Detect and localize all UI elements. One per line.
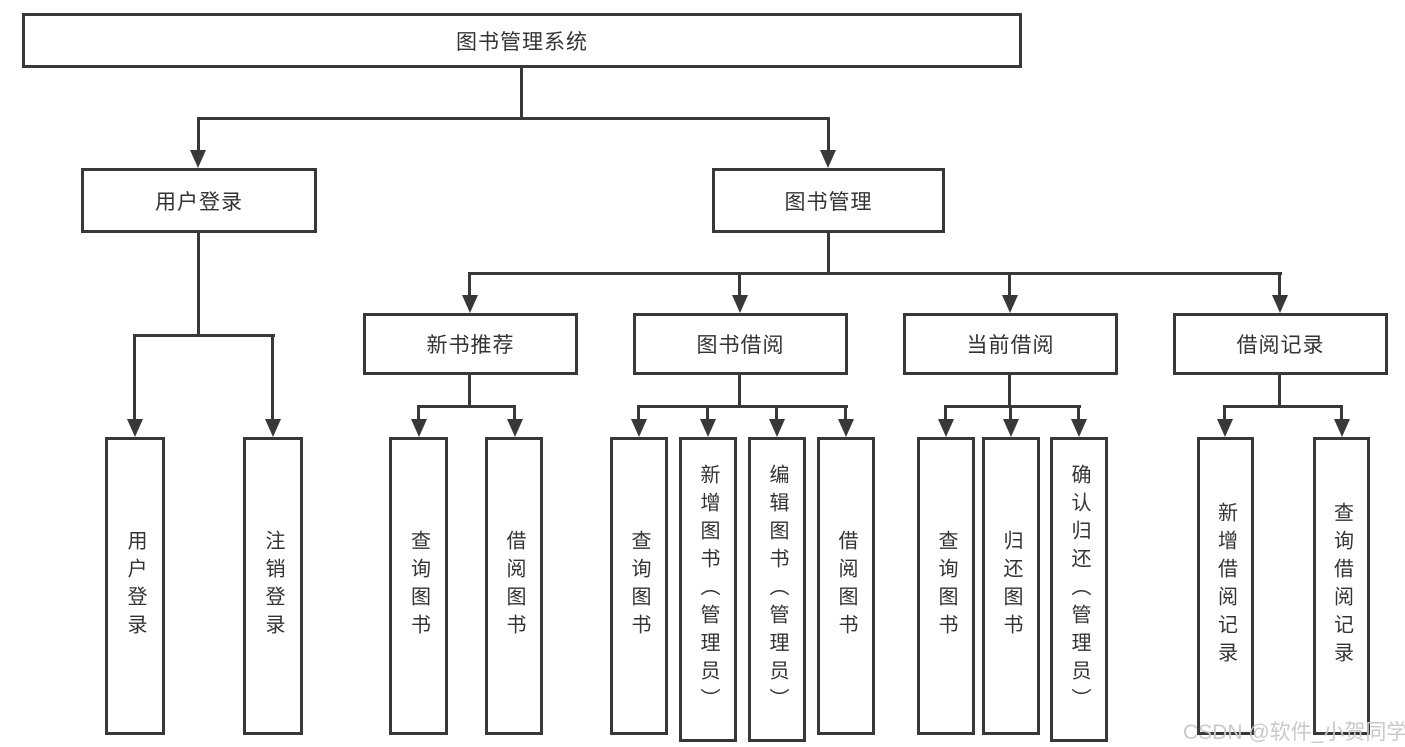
node-leaf-logout: 注销登录 <box>243 437 303 735</box>
connector-stem <box>1278 375 1281 408</box>
node-leaf-borrow-books: 借阅图书 <box>485 437 543 735</box>
node-book-management-module: 图书管理 <box>712 168 945 233</box>
connector-user-login-stem <box>197 233 200 337</box>
node-label: 查询借阅记录 <box>1330 502 1353 670</box>
connector-arrow-shaft <box>1008 272 1011 297</box>
node-label: 借阅图书 <box>835 530 857 642</box>
connector-arrow-shaft <box>827 117 830 152</box>
connector-arrow-shaft <box>1278 272 1281 297</box>
node-label: 查询图书 <box>407 530 430 642</box>
connector-rail <box>417 405 516 408</box>
node-label: 用户登录 <box>124 530 146 642</box>
connector-arrow-shaft <box>1223 405 1226 421</box>
arrowhead-icon <box>732 295 748 313</box>
node-leaf-add-book-admin: 新增图书（管理员） <box>679 437 737 742</box>
node-label: 查询图书 <box>935 530 957 642</box>
connector-rail <box>637 405 848 408</box>
node-leaf-query-books: 查询图书 <box>917 437 975 735</box>
arrowhead-icon <box>938 419 954 437</box>
node-label: 查询图书 <box>628 530 650 642</box>
connector-book-mgmt-stem <box>827 233 830 275</box>
arrowhead-icon <box>265 419 281 437</box>
connector-level3-rail <box>468 272 1282 275</box>
node-root-library-system: 图书管理系统 <box>22 13 1022 68</box>
connector-rail <box>944 405 1081 408</box>
arrowhead-icon <box>820 150 836 168</box>
arrowhead-icon <box>1217 419 1233 437</box>
node-user-login-module: 用户登录 <box>81 168 317 233</box>
connector-stem <box>738 375 741 408</box>
node-label: 借阅记录 <box>1236 334 1325 357</box>
node-label: 归还图书 <box>1000 530 1022 642</box>
node-leaf-query-books: 查询图书 <box>389 437 448 735</box>
connector-arrow-shaft <box>1340 405 1343 421</box>
node-new-book-recommend: 新书推荐 <box>363 313 578 375</box>
arrowhead-icon <box>1002 295 1018 313</box>
connector-arrow-shaft <box>1077 405 1080 421</box>
connector-root-stem <box>520 68 523 120</box>
connector-rail <box>1223 405 1343 408</box>
arrowhead-icon <box>1003 419 1019 437</box>
connector-arrow-shaft <box>844 405 847 421</box>
arrowhead-icon <box>838 419 854 437</box>
arrowhead-icon <box>769 419 785 437</box>
connector-user-login-rail <box>133 334 275 337</box>
node-leaf-user-login: 用户登录 <box>105 437 165 735</box>
node-leaf-add-borrow-record: 新增借阅记录 <box>1197 437 1254 735</box>
arrowhead-icon <box>1334 419 1350 437</box>
connector-arrow-shaft <box>738 272 741 297</box>
node-book-borrowing: 图书借阅 <box>633 313 848 375</box>
node-label: 新增借阅记录 <box>1214 502 1237 670</box>
arrowhead-icon <box>507 419 523 437</box>
connector-arrow-shaft <box>775 405 778 421</box>
arrowhead-icon <box>700 419 716 437</box>
node-leaf-query-books: 查询图书 <box>610 437 668 735</box>
node-leaf-borrow-books: 借阅图书 <box>817 437 875 735</box>
connector-arrow-shaft <box>133 334 136 419</box>
connector-stem <box>468 375 471 408</box>
node-borrow-records: 借阅记录 <box>1173 313 1388 375</box>
connector-stem <box>1008 375 1011 408</box>
connector-arrow-shaft <box>271 334 274 419</box>
node-leaf-query-borrow-record: 查询借阅记录 <box>1313 437 1370 735</box>
node-label: 注销登录 <box>262 530 284 642</box>
node-label: 新增图书（管理员） <box>697 463 719 716</box>
connector-arrow-shaft <box>944 405 947 421</box>
arrowhead-icon <box>1272 295 1288 313</box>
connector-arrow-shaft <box>468 272 471 297</box>
node-label: 图书管理系统 <box>456 30 588 54</box>
node-label: 当前借阅 <box>966 334 1055 357</box>
arrowhead-icon <box>462 295 478 313</box>
node-label: 新书推荐 <box>426 334 515 357</box>
csdn-watermark: CSDN @软件_小贺同学 <box>1183 721 1405 744</box>
node-label: 图书管理 <box>784 190 873 214</box>
node-label: 确认归还（管理员） <box>1068 463 1090 716</box>
connector-arrow-shaft <box>197 117 200 152</box>
node-leaf-return-books: 归还图书 <box>982 437 1040 735</box>
connector-arrow-shaft <box>1009 405 1012 421</box>
connector-arrow-shaft <box>513 405 516 421</box>
arrowhead-icon <box>631 419 647 437</box>
arrowhead-icon <box>190 150 206 168</box>
node-leaf-edit-book-admin: 编辑图书（管理员） <box>748 437 806 742</box>
arrowhead-icon <box>127 419 143 437</box>
connector-arrow-shaft <box>417 405 420 421</box>
connector-arrow-shaft <box>637 405 640 421</box>
node-label: 借阅图书 <box>503 530 525 642</box>
arrowhead-icon <box>1071 419 1087 437</box>
arrowhead-icon <box>411 419 427 437</box>
node-label: 编辑图书（管理员） <box>766 463 788 716</box>
node-label: 图书借阅 <box>696 334 785 357</box>
node-current-borrowing: 当前借阅 <box>903 313 1118 375</box>
connector-level2-rail <box>197 117 830 120</box>
node-label: 用户登录 <box>155 190 243 214</box>
connector-arrow-shaft <box>706 405 709 421</box>
node-leaf-confirm-return-admin: 确认归还（管理员） <box>1050 437 1108 742</box>
